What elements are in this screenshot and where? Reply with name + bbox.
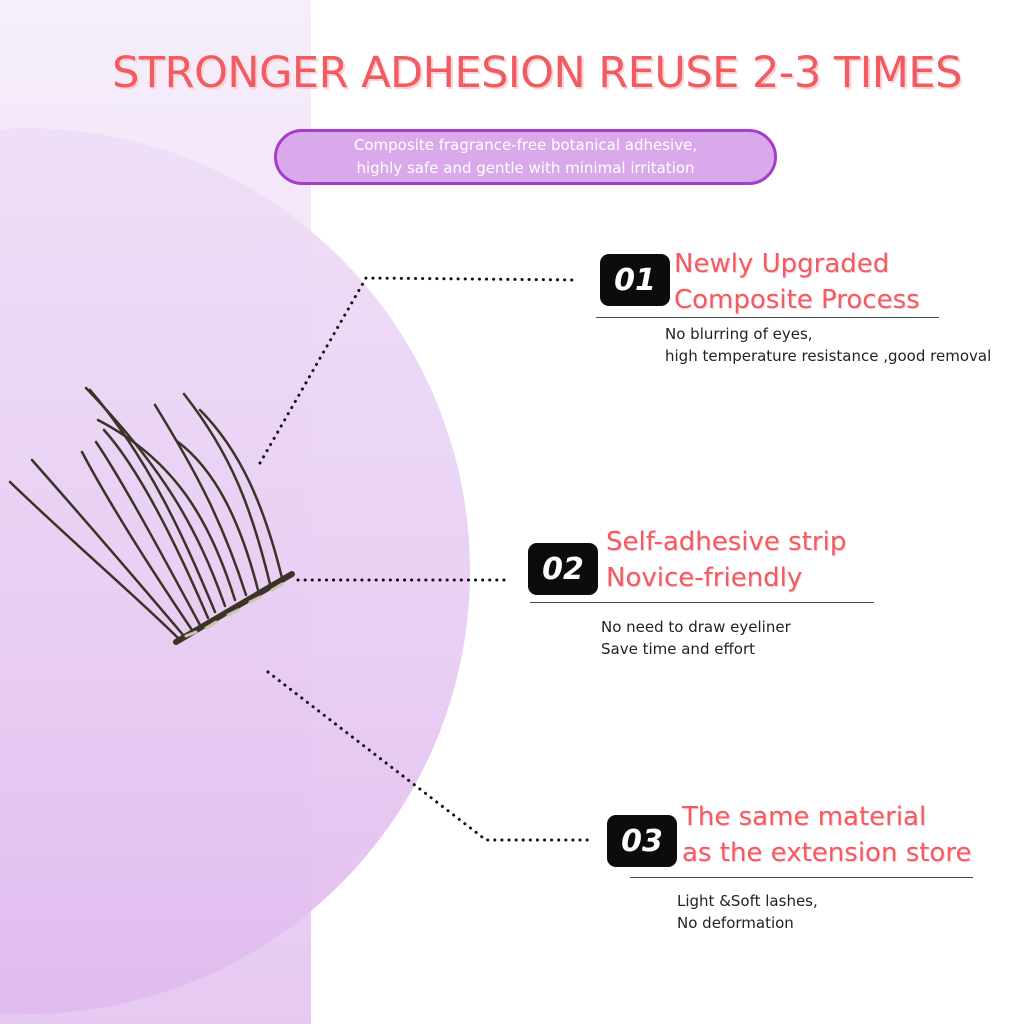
feature-02-desc-line-2: Save time and effort — [601, 640, 756, 658]
feature-01-title-line-1: Newly Upgraded — [674, 249, 890, 279]
feature-01-desc-line-2: high temperature resistance ,good remova… — [665, 347, 992, 365]
subtitle-line-1: Composite fragrance-free botanical adhes… — [353, 136, 698, 154]
feature-03-title: The same material as the extension store — [682, 799, 971, 871]
feature-03-desc-line-1: Light &Soft lashes, — [677, 892, 818, 910]
feature-01-desc-line-1: No blurring of eyes, — [665, 325, 813, 343]
subtitle-pill: Composite fragrance-free botanical adhes… — [274, 129, 777, 185]
feature-03-description: Light &Soft lashes, No deformation — [677, 890, 818, 934]
feature-01-title: Newly Upgraded Composite Process — [674, 246, 920, 318]
feature-03-title-line-1: The same material — [682, 802, 927, 832]
feature-01-title-line-2: Composite Process — [674, 285, 920, 315]
feature-02-description: No need to draw eyeliner Save time and e… — [601, 616, 791, 660]
feature-03-title-line-2: as the extension store — [682, 838, 972, 868]
leader-line-03 — [266, 670, 590, 842]
feature-02-desc-line-1: No need to draw eyeliner — [601, 618, 791, 636]
feature-01-description: No blurring of eyes, high temperature re… — [665, 323, 991, 367]
feature-01-badge: 01 — [600, 254, 670, 306]
eyelash-cluster-image — [8, 386, 295, 645]
feature-02-badge: 02 — [528, 543, 598, 595]
feature-02-title-line-1: Self-adhesive strip — [606, 527, 847, 557]
feature-02-title: Self-adhesive strip Novice-friendly — [606, 524, 846, 596]
feature-02-divider — [530, 602, 874, 603]
feature-01-divider — [596, 317, 939, 318]
subtitle-line-2: highly safe and gentle with minimal irri… — [356, 159, 695, 177]
page-title: STRONGER ADHESION REUSE 2-3 TIMES — [112, 48, 962, 98]
feature-03-divider — [630, 877, 973, 878]
subtitle-text: Composite fragrance-free botanical adhes… — [354, 134, 697, 180]
leader-lines — [258, 276, 590, 842]
leader-line-01 — [258, 276, 580, 465]
feature-03-badge: 03 — [607, 815, 677, 867]
feature-02-title-line-2: Novice-friendly — [606, 563, 803, 593]
feature-03-desc-line-2: No deformation — [677, 914, 794, 932]
